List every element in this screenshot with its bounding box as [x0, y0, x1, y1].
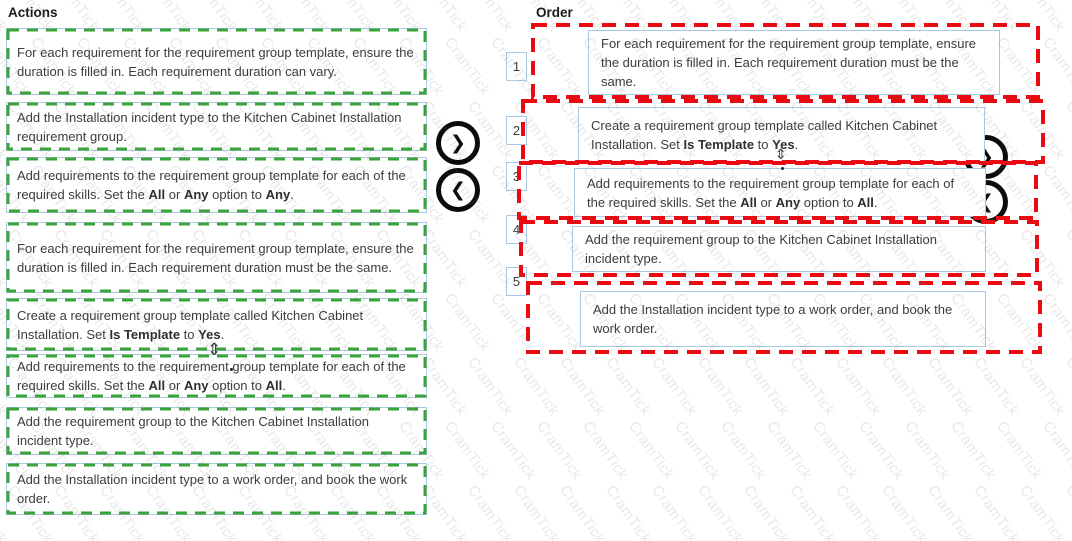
- chevron-right-icon: ❯: [450, 132, 466, 154]
- action-item-1[interactable]: For each requirement for the requirement…: [6, 28, 427, 95]
- watermark-text: CramTick: [993, 34, 1046, 100]
- action-item-text: For each requirement for the requirement…: [17, 240, 414, 275]
- watermark-text: CramTick: [648, 482, 701, 541]
- watermark-text: CramTick: [1062, 226, 1072, 292]
- order-slot-number-4: 4: [506, 215, 527, 244]
- watermark-text: CramTick: [487, 290, 540, 356]
- move-left-button[interactable]: ❮: [436, 168, 480, 212]
- order-slot-number-1: 1: [506, 52, 527, 81]
- watermark-text: CramTick: [970, 354, 1023, 420]
- watermark-text: CramTick: [464, 482, 517, 541]
- watermark-text: CramTick: [1039, 162, 1072, 228]
- order-slot-number-2: 2: [506, 116, 527, 145]
- watermark-text: CramTick: [441, 290, 494, 356]
- watermark-text: CramTick: [878, 354, 931, 420]
- watermark-text: CramTick: [924, 354, 977, 420]
- watermark-text: CramTick: [878, 482, 931, 541]
- watermark-text: CramTick: [510, 354, 563, 420]
- watermark-text: CramTick: [579, 418, 632, 484]
- watermark-text: CramTick: [556, 354, 609, 420]
- watermark-text: CramTick: [694, 354, 747, 420]
- watermark-text: CramTick: [1039, 418, 1072, 484]
- watermark-text: CramTick: [510, 482, 563, 541]
- watermark-text: CramTick: [1062, 0, 1072, 36]
- order-item-4[interactable]: Add the requirement group to the Kitchen…: [572, 226, 986, 272]
- actions-column-title: Actions: [8, 5, 58, 20]
- watermark-text: CramTick: [832, 482, 885, 541]
- action-item-text: Add requirements to the requirement grou…: [17, 359, 406, 393]
- order-item-text: Add the Installation incident type to a …: [593, 302, 953, 336]
- chevron-left-icon: ❮: [450, 179, 466, 201]
- watermark-text: CramTick: [993, 418, 1046, 484]
- watermark-text: CramTick: [1016, 482, 1069, 541]
- action-item-2[interactable]: Add the Installation incident type to th…: [6, 102, 427, 151]
- watermark-text: CramTick: [533, 34, 586, 100]
- watermark-text: CramTick: [786, 482, 839, 541]
- watermark-text: CramTick: [947, 418, 1000, 484]
- watermark-text: CramTick: [441, 418, 494, 484]
- order-item-1[interactable]: For each requirement for the requirement…: [588, 30, 1000, 95]
- watermark-text: CramTick: [763, 418, 816, 484]
- order-item-2[interactable]: Create a requirement group template call…: [578, 107, 985, 162]
- order-item-3[interactable]: Add requirements to the requirement grou…: [574, 168, 986, 217]
- watermark-text: CramTick: [648, 354, 701, 420]
- watermark-text: CramTick: [901, 418, 954, 484]
- watermark-text: CramTick: [1062, 354, 1072, 420]
- watermark-text: CramTick: [1039, 34, 1072, 100]
- action-item-text: Add the requirement group to the Kitchen…: [17, 414, 369, 448]
- order-slot-number-5: 5: [506, 267, 527, 296]
- watermark-text: CramTick: [1016, 0, 1069, 36]
- watermark-text: CramTick: [625, 418, 678, 484]
- watermark-text: CramTick: [832, 354, 885, 420]
- action-item-7[interactable]: Add the requirement group to the Kitchen…: [6, 407, 427, 455]
- watermark-text: CramTick: [1039, 290, 1072, 356]
- watermark-text: CramTick: [533, 290, 586, 356]
- watermark-text: CramTick: [487, 418, 540, 484]
- watermark-text: CramTick: [602, 482, 655, 541]
- watermark-text: CramTick: [970, 482, 1023, 541]
- watermark-text: CramTick: [1016, 98, 1069, 164]
- action-item-4[interactable]: For each requirement for the requirement…: [6, 222, 427, 293]
- action-item-text: For each requirement for the requirement…: [17, 44, 414, 79]
- watermark-text: CramTick: [740, 354, 793, 420]
- watermark-text: CramTick: [602, 354, 655, 420]
- watermark-text: CramTick: [717, 418, 770, 484]
- watermark-text: CramTick: [671, 418, 724, 484]
- watermark-text: CramTick: [533, 418, 586, 484]
- watermark-text: CramTick: [464, 354, 517, 420]
- action-item-text: Add requirements to the requirement grou…: [17, 168, 406, 202]
- action-item-6[interactable]: Add requirements to the requirement grou…: [6, 354, 427, 398]
- action-item-text: Add the Installation incident type to a …: [17, 472, 408, 506]
- watermark-text: CramTick: [993, 290, 1046, 356]
- order-item-text: Create a requirement group template call…: [591, 117, 938, 152]
- watermark-text: CramTick: [924, 482, 977, 541]
- action-item-3[interactable]: Add requirements to the requirement grou…: [6, 157, 427, 213]
- watermark-text: CramTick: [694, 482, 747, 541]
- order-column-title: Order: [536, 5, 573, 20]
- order-item-text: For each requirement for the requirement…: [601, 36, 977, 89]
- action-item-8[interactable]: Add the Installation incident type to a …: [6, 463, 427, 515]
- action-item-text: Add the Installation incident type to th…: [17, 109, 402, 144]
- watermark-text: CramTick: [809, 418, 862, 484]
- action-item-5[interactable]: Create a requirement group template call…: [6, 298, 427, 351]
- watermark-text: CramTick: [1062, 482, 1072, 541]
- watermark-text: CramTick: [740, 482, 793, 541]
- action-item-text: Create a requirement group template call…: [17, 307, 364, 342]
- watermark-text: CramTick: [1062, 98, 1072, 164]
- watermark-text: CramTick: [464, 0, 517, 36]
- order-item-5[interactable]: Add the Installation incident type to a …: [580, 291, 986, 347]
- order-item-text: Add the requirement group to the Kitchen…: [585, 232, 937, 266]
- watermark-text: CramTick: [1016, 226, 1069, 292]
- watermark-text: CramTick: [556, 482, 609, 541]
- order-item-text: Add requirements to the requirement grou…: [587, 175, 955, 210]
- watermark-text: CramTick: [855, 418, 908, 484]
- watermark-text: CramTick: [1016, 354, 1069, 420]
- watermark-text: CramTick: [441, 34, 494, 100]
- order-slot-number-3: 3: [506, 162, 527, 191]
- move-right-button[interactable]: ❯: [436, 121, 480, 165]
- watermark-text: CramTick: [786, 354, 839, 420]
